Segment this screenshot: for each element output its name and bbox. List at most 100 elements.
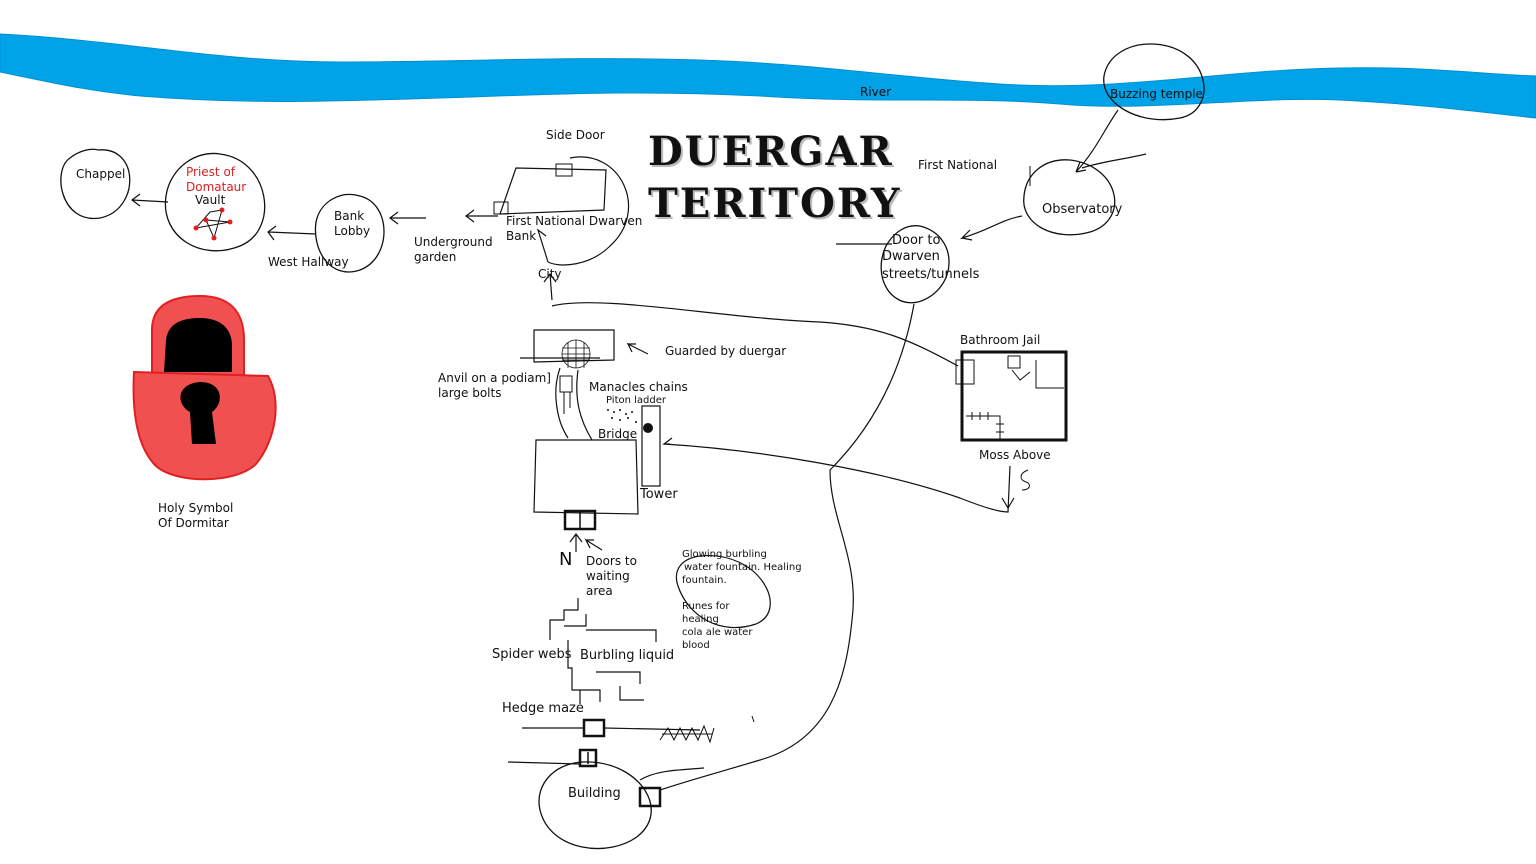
first-national-dwarven-label: First National Dwarven [506, 214, 643, 228]
moss-above-label: Moss Above [979, 448, 1051, 462]
chappel-label: Chappel [76, 167, 126, 181]
observatory-label: Observatory [1042, 202, 1123, 217]
garden-arrow [389, 211, 426, 225]
vault-label: Vault [195, 193, 226, 207]
main-building [533, 439, 639, 515]
doors-arrow [584, 538, 603, 551]
runes-line4: blood [682, 640, 710, 651]
vault-room [164, 152, 266, 252]
side-door [555, 163, 573, 177]
bathroom-jail-label: Bathroom Jail [960, 333, 1041, 347]
map-title-line2: TERITORY [648, 180, 902, 227]
dwarven-door-room [880, 225, 950, 304]
hedge-maze-label: Hedge maze [502, 701, 584, 716]
gate-structure [533, 329, 615, 363]
bank-lobby-room [314, 193, 385, 273]
tower-to-jail-path [663, 443, 1015, 513]
building-label: Building [568, 786, 621, 801]
maze-line [522, 727, 701, 731]
bank-inner-door [493, 201, 509, 215]
moss-squiggle [1020, 469, 1030, 491]
pentagram-point [211, 235, 217, 241]
bank-building [499, 167, 607, 215]
runes-line3: cola ale water [682, 627, 753, 638]
gate-net [561, 339, 591, 369]
bank-lobby-line1: Bank [334, 209, 365, 223]
doors-line1: Doors to [586, 554, 637, 568]
spider-webs-label: Spider webs [492, 647, 572, 662]
river [0, 33, 1536, 119]
door-to-label: Door to [892, 233, 941, 248]
guard-arrow [626, 342, 649, 355]
tick-mark [751, 715, 755, 723]
main-door [563, 509, 597, 531]
bridge-label: Bridge [598, 427, 638, 441]
building-room [538, 761, 652, 850]
scribble [659, 724, 715, 744]
tunnel-path [659, 303, 915, 791]
passage [555, 367, 593, 441]
west-hallway-path [267, 225, 317, 241]
bathroom-jail [960, 350, 1068, 442]
chappel-arrow [131, 193, 169, 207]
bank-arrow [465, 209, 498, 223]
fountain-line2: water fountain. Healing [684, 562, 802, 573]
piton-ladder-label: Piton ladder [606, 395, 667, 406]
north-label: N [559, 549, 573, 570]
west-hallway-label: West Hallway [268, 255, 349, 269]
jail-toilet [1007, 355, 1021, 369]
tower-label: Tower [640, 487, 678, 502]
hedge-maze [549, 598, 657, 704]
tower-arrow [662, 437, 673, 445]
priest-of-label: Priest of [186, 165, 236, 179]
dwarven-label: Dwarven [882, 249, 940, 264]
bridge-anchor [643, 423, 653, 433]
north-arrow [569, 533, 583, 552]
guarded-label: Guarded by duergar [665, 344, 787, 358]
pentagram-symbol [194, 209, 231, 240]
temple-branch [1081, 153, 1147, 169]
maze-door [582, 718, 606, 738]
runes-line2: healing [682, 614, 719, 625]
doors-line2: waiting [586, 569, 630, 583]
city-path [543, 273, 557, 301]
jail-door [955, 359, 975, 385]
first-national-label: First National [918, 158, 998, 172]
pentagram-point [219, 207, 225, 213]
bank-lobby-line2: Lobby [334, 224, 371, 238]
garden-label: garden [414, 250, 457, 264]
building-side-door [638, 786, 662, 808]
tower [641, 405, 661, 487]
fountain-room [675, 555, 771, 629]
pentagram-point [203, 217, 209, 223]
side-door-label: Side Door [546, 128, 605, 142]
city-label: City [538, 267, 562, 281]
domataur-label: Domataur [186, 180, 247, 194]
bank-loop [547, 156, 629, 266]
temple-path [1075, 109, 1119, 173]
road-to-jail [551, 302, 959, 367]
burbling-liquid-label: Burbling liquid [580, 648, 675, 663]
runes-line1: Runes for [682, 601, 730, 612]
anvil-line2: large bolts [438, 386, 502, 400]
holy-symbol-keyhole [180, 382, 220, 444]
map-title-line1: DUERGAR [648, 128, 894, 175]
piton-ladder [607, 409, 637, 423]
holy-symbol-arch [164, 318, 232, 372]
city-arrow [536, 228, 549, 263]
buzzing-temple-room [1103, 43, 1205, 121]
holy-symbol-line1: Holy Symbol [158, 501, 234, 515]
pentagram-point [227, 219, 233, 225]
large-bolts [563, 392, 571, 414]
chappel-room [60, 148, 131, 219]
streets-tunnels-label: streets/tunnels [882, 267, 980, 282]
building-door [578, 748, 598, 768]
jail-toilet-base [1011, 360, 1064, 389]
observatory-room [1023, 159, 1116, 236]
bank-label: Bank [506, 229, 537, 243]
holy-symbol [132, 294, 277, 481]
manacles-label: Manacles chains [589, 380, 688, 394]
anvil-line1: Anvil on a podiam] [438, 371, 551, 385]
observatory-path [959, 215, 1023, 241]
